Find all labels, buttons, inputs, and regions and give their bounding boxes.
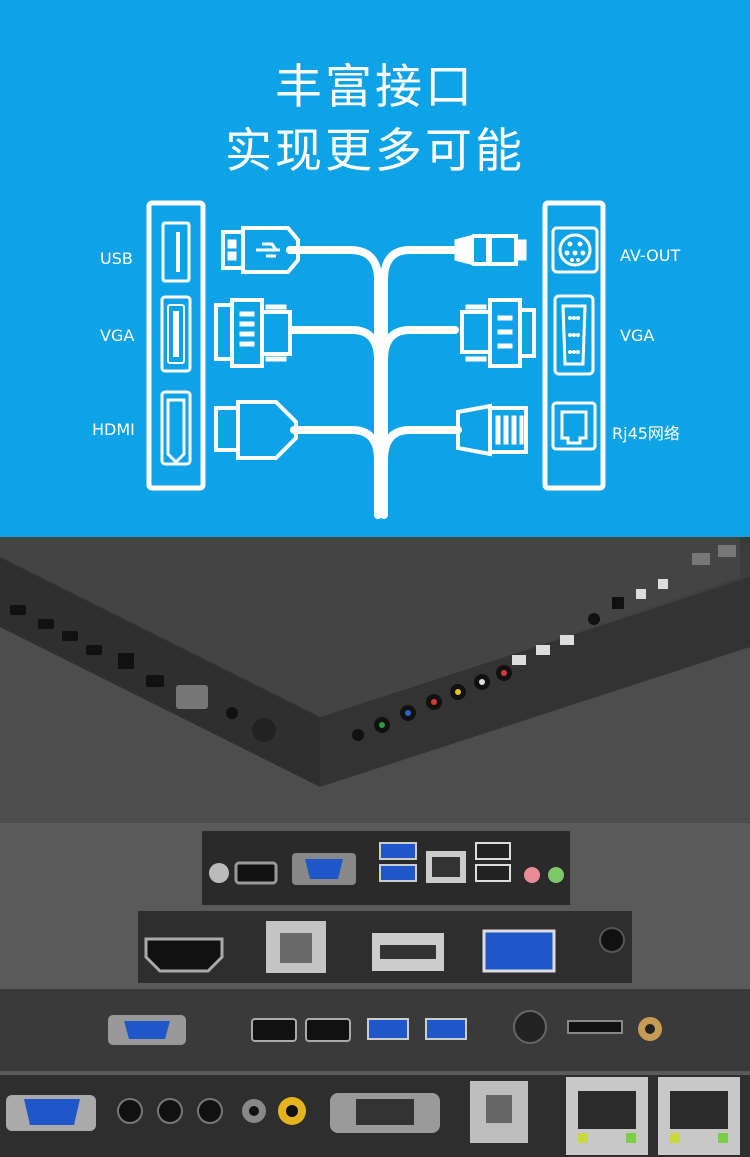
optical-port bbox=[118, 653, 134, 669]
av-out-circle bbox=[558, 233, 592, 267]
rj45-plug-icon bbox=[456, 403, 492, 457]
bottom-ports-photo bbox=[0, 1075, 750, 1157]
left-port-panel bbox=[146, 200, 206, 491]
interface-banner: 丰富接口 实现更多可能 USB VGA HDMI AV-OUT VGA Rj45… bbox=[0, 0, 750, 537]
label-vga-right: VGA bbox=[620, 326, 655, 345]
hdmi-port bbox=[10, 605, 26, 615]
port-closeup-photo bbox=[0, 823, 750, 1075]
label-usb: USB bbox=[100, 249, 133, 268]
label-av-out: AV-OUT bbox=[620, 246, 681, 265]
banner-title-line2: 实现更多可能 bbox=[225, 124, 525, 179]
label-rj45: Rj45网络 bbox=[612, 424, 680, 443]
power-icon bbox=[209, 863, 229, 883]
dvi-port-icon bbox=[160, 295, 192, 373]
vga-plug-left-icon bbox=[214, 303, 234, 361]
hdmi-port-shape bbox=[166, 398, 186, 465]
vga-plug-right-icon bbox=[460, 310, 492, 354]
cable-bundle bbox=[286, 246, 462, 519]
av-out-port-icon bbox=[551, 226, 599, 274]
label-vga-left: VGA bbox=[100, 326, 135, 345]
usb-plug-icon bbox=[221, 230, 245, 270]
av-plug-icon bbox=[454, 235, 471, 265]
label-hdmi: HDMI bbox=[92, 420, 135, 439]
panel-edge-photo bbox=[0, 537, 750, 823]
banner-title-line1: 丰富接口 bbox=[275, 60, 475, 115]
vga-port-icon bbox=[553, 294, 595, 376]
hdmi-port-icon bbox=[160, 390, 192, 466]
connector-diagram bbox=[146, 200, 606, 519]
rj45-port-icon bbox=[551, 401, 597, 451]
right-port-panel bbox=[542, 200, 606, 491]
hdmi-plug-icon bbox=[214, 406, 240, 452]
usb-port-icon bbox=[161, 221, 191, 283]
